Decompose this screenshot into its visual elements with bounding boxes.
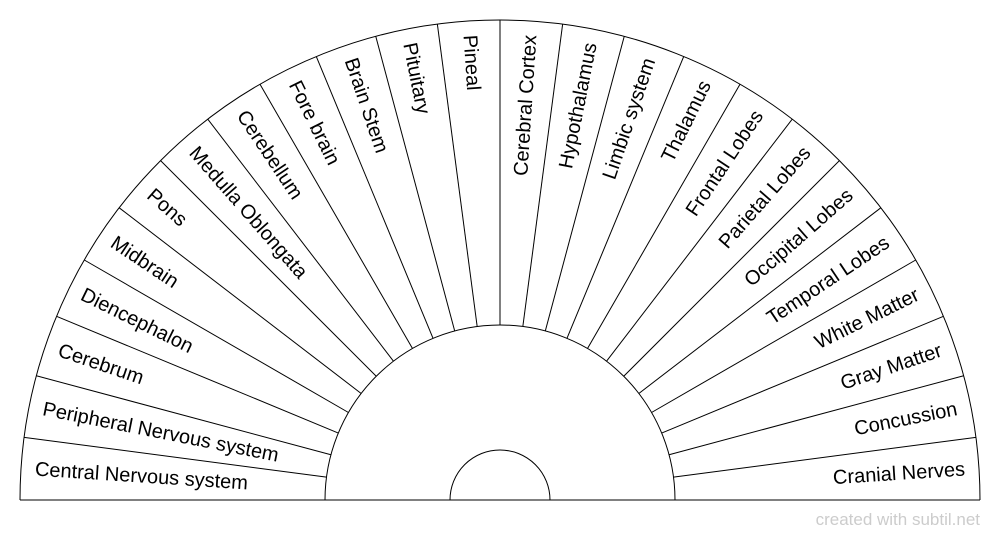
segment-label: Cerebrum xyxy=(55,340,146,389)
divider-line xyxy=(638,207,882,394)
divider-line xyxy=(160,160,377,377)
divider-line xyxy=(375,36,456,332)
divider-line xyxy=(315,56,434,339)
divider-line xyxy=(623,160,840,377)
segment-label: White Matter xyxy=(811,284,923,354)
segment-label: Gray Matter xyxy=(838,340,945,395)
divider-line xyxy=(24,436,327,478)
segment-label: Pineal xyxy=(459,34,485,91)
segment-label: Diencephalon xyxy=(77,284,196,358)
segment-label: Concussion xyxy=(852,398,959,440)
divider-line xyxy=(259,84,413,349)
divider-line xyxy=(56,315,339,434)
segment-label: Medulla Oblongata xyxy=(184,142,312,283)
segment-label: Thalamus xyxy=(657,77,716,165)
divider-line xyxy=(587,84,741,349)
divider-line xyxy=(651,259,916,413)
segment-label: Central Nervous system xyxy=(34,459,248,495)
divider-line xyxy=(436,24,478,327)
segment-label: Midbrain xyxy=(106,232,182,293)
divider-line xyxy=(668,375,964,456)
divider-line xyxy=(566,56,685,339)
segment-label: Cranial Nerves xyxy=(832,459,965,490)
divider-line xyxy=(207,118,394,362)
divider-line xyxy=(118,207,362,394)
divider-line xyxy=(606,118,793,362)
segment-label: Hypothalamus xyxy=(555,41,602,171)
segment-label: Pons xyxy=(142,184,191,231)
segment-label: Fore brain xyxy=(284,77,344,168)
inner-arc xyxy=(449,449,551,501)
divider-line xyxy=(84,259,349,413)
segment-label: Peripheral Nervous system xyxy=(41,398,281,466)
divider-line xyxy=(36,375,332,456)
divider-line xyxy=(544,36,625,332)
fan-lines xyxy=(19,19,981,501)
divider-line xyxy=(673,436,976,478)
middle-arc xyxy=(324,324,676,501)
segment-label: Limbic system xyxy=(599,55,661,182)
divider-line xyxy=(661,315,944,434)
segment-label: Pituitary xyxy=(398,41,434,116)
segment-label: Cerebral Cortex xyxy=(510,34,541,176)
divider-line xyxy=(522,24,564,327)
footer-credit: created with subtil.net xyxy=(815,510,980,529)
